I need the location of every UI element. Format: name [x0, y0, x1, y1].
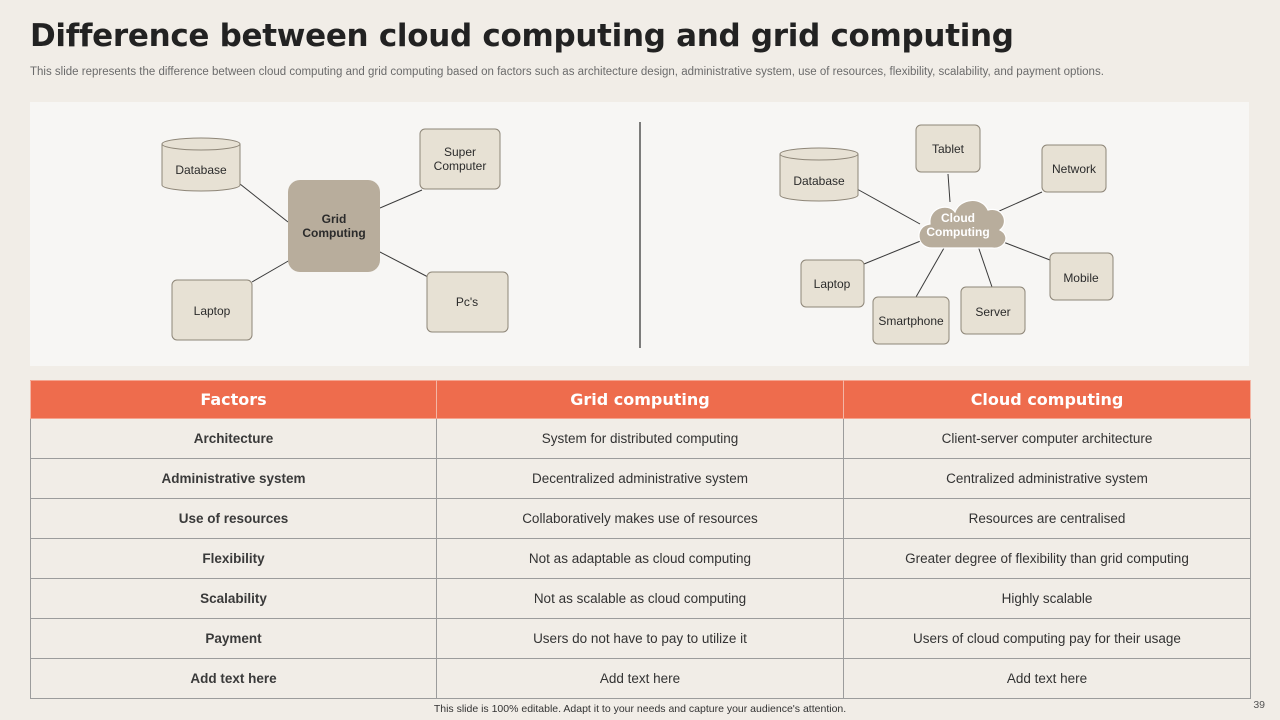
- cloud-cell: Resources are centralised: [843, 498, 1251, 539]
- factor-cell: Scalability: [30, 578, 437, 619]
- grid-cell: Users do not have to pay to utilize it: [436, 618, 844, 659]
- table-row: Administrative system Decentralized admi…: [30, 458, 1251, 499]
- factor-cell[interactable]: Add text here: [30, 658, 437, 699]
- cloud-diagram: Database Cloud Computing Tablet Network: [779, 124, 1114, 345]
- cloud-database-node: Database: [779, 147, 859, 202]
- cloud-laptop-label: Laptop: [814, 277, 851, 291]
- grid-connector: [239, 183, 289, 223]
- pcs-label: Pc's: [456, 295, 478, 309]
- table-row: Add text here Add text here Add text her…: [30, 658, 1251, 699]
- cloud-connector: [997, 239, 1051, 261]
- footer-note: This slide is 100% editable. Adapt it to…: [433, 703, 847, 715]
- grid-cell: Decentralized administrative system: [436, 458, 844, 499]
- smartphone-node: Smartphone: [872, 296, 950, 345]
- table-row: Payment Users do not have to pay to util…: [30, 618, 1251, 659]
- cloud-connector: [977, 245, 993, 288]
- factor-cell: Flexibility: [30, 538, 437, 579]
- page-subtitle: This slide represents the difference bet…: [30, 66, 1104, 78]
- cloud-cell: Centralized administrative system: [843, 458, 1251, 499]
- header-grid-computing: Grid computing: [436, 380, 844, 419]
- comparison-table: Factors Grid computing Cloud computing A…: [30, 380, 1251, 699]
- smartphone-label: Smartphone: [878, 314, 944, 328]
- table-row: Architecture System for distributed comp…: [30, 418, 1251, 459]
- cloud-hub-label-line2: Computing: [926, 225, 989, 239]
- diagram-panel: Database Grid Computing Super Computer L…: [30, 102, 1249, 366]
- page-number: 39: [1253, 699, 1265, 711]
- grid-hub-node: Grid Computing: [288, 180, 380, 272]
- cloud-laptop-node: Laptop: [800, 259, 865, 308]
- page-title: Difference between cloud computing and g…: [30, 18, 1014, 54]
- factor-cell: Use of resources: [30, 498, 437, 539]
- cloud-connector: [947, 173, 951, 203]
- cloud-hub-node: Cloud Computing: [918, 199, 1007, 249]
- server-node: Server: [960, 286, 1026, 335]
- server-label: Server: [975, 305, 1010, 319]
- factor-cell: Architecture: [30, 418, 437, 459]
- mobile-node: Mobile: [1049, 252, 1114, 301]
- header-factors: Factors: [30, 380, 437, 419]
- cloud-connector: [856, 188, 921, 225]
- super-computer-node: Super Computer: [419, 128, 501, 190]
- grid-connector: [379, 251, 429, 278]
- cloud-cell: Users of cloud computing pay for their u…: [843, 618, 1251, 659]
- cloud-icon: [918, 199, 1007, 249]
- grid-database-node: Database: [161, 137, 241, 192]
- super-computer-label-line2: Computer: [434, 159, 487, 173]
- table-header-row: Factors Grid computing Cloud computing: [30, 380, 1251, 419]
- grid-cell: Not as adaptable as cloud computing: [436, 538, 844, 579]
- grid-connector: [379, 189, 423, 209]
- grid-connector: [251, 259, 291, 283]
- cloud-cell: Client-server computer architecture: [843, 418, 1251, 459]
- network-label: Network: [1052, 162, 1097, 176]
- cloud-cell: Greater degree of flexibility than grid …: [843, 538, 1251, 579]
- cloud-cell[interactable]: Add text here: [843, 658, 1251, 699]
- cloud-connector: [915, 247, 945, 298]
- grid-laptop-node: Laptop: [171, 279, 253, 341]
- diagram-canvas: Database Grid Computing Super Computer L…: [161, 122, 1114, 348]
- table-row: Use of resources Collaboratively makes u…: [30, 498, 1251, 539]
- grid-cell: System for distributed computing: [436, 418, 844, 459]
- table-row: Flexibility Not as adaptable as cloud co…: [30, 538, 1251, 579]
- mobile-label: Mobile: [1063, 271, 1099, 285]
- table-row: Scalability Not as scalable as cloud com…: [30, 578, 1251, 619]
- grid-cell: Collaboratively makes use of resources: [436, 498, 844, 539]
- header-cloud-computing: Cloud computing: [843, 380, 1251, 419]
- cloud-cell: Highly scalable: [843, 578, 1251, 619]
- grid-laptop-label: Laptop: [194, 304, 231, 318]
- cloud-connector: [863, 239, 924, 265]
- tablet-node: Tablet: [915, 124, 981, 173]
- grid-hub-label-line2: Computing: [302, 226, 365, 240]
- grid-cell: Not as scalable as cloud computing: [436, 578, 844, 619]
- grid-database-label: Database: [175, 163, 227, 177]
- grid-cell[interactable]: Add text here: [436, 658, 844, 699]
- super-computer-label-line1: Super: [444, 145, 476, 159]
- grid-diagram: Database Grid Computing Super Computer L…: [161, 128, 509, 341]
- network-node: Network: [1041, 144, 1107, 193]
- pcs-node: Pc's: [426, 271, 509, 333]
- tablet-label: Tablet: [932, 142, 965, 156]
- factor-cell: Payment: [30, 618, 437, 659]
- cloud-hub-label-line1: Cloud: [941, 211, 975, 225]
- factor-cell: Administrative system: [30, 458, 437, 499]
- grid-hub-label-line1: Grid: [322, 212, 347, 226]
- cloud-database-label: Database: [793, 174, 845, 188]
